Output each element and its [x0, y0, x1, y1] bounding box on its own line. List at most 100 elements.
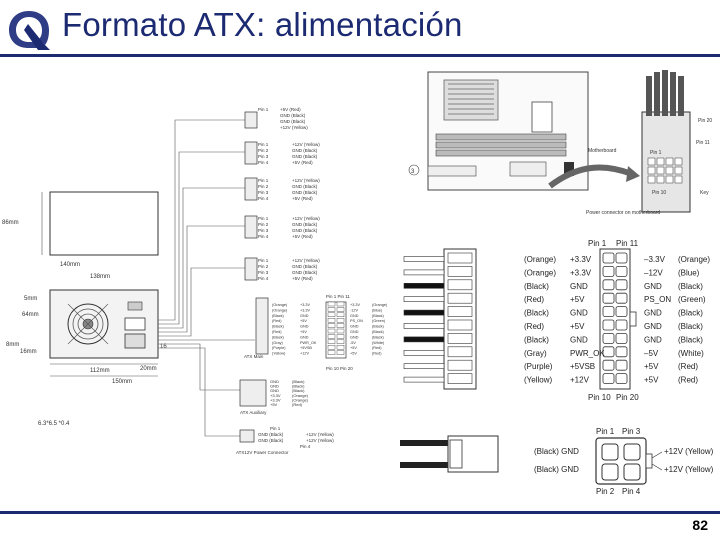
diagram-pin [327, 350, 336, 355]
photo-marker: 3 [411, 169, 415, 175]
atx12v-pinout: Pin 1 Pin 3 (Black) GND (Black) GND +12V… [400, 420, 720, 510]
svg-text:+5V (Red): +5V (Red) [292, 160, 313, 165]
svg-text:+12V (Yellow): +12V (Yellow) [280, 125, 308, 130]
left-wire-color: (Yellow) [524, 376, 552, 385]
p4-connector-face [595, 437, 663, 485]
aux-signal: GND [270, 384, 279, 389]
diagram-wire-color: (Red) [372, 346, 382, 350]
dim-label: 5mm [24, 296, 37, 302]
pin-cell [615, 265, 628, 277]
pin-cell [602, 292, 615, 304]
right-wire-color: (Black) [678, 335, 703, 344]
left-signal: +5VSB [570, 362, 595, 371]
dim-label: 16 [160, 344, 167, 350]
pin-cell [602, 359, 615, 371]
diagram-signal: -5V [350, 341, 356, 345]
peripheral-connector: Pin 1 Pin 2 Pin 3 Pin 4 +12V (Yellow) GN… [244, 257, 320, 281]
diagram-pin [327, 307, 336, 312]
right-wire-color: (Orange) [678, 255, 710, 264]
left-signal: +3.3V [570, 255, 592, 264]
right-signal: –3.3V [644, 255, 666, 264]
plug-cell [447, 373, 473, 384]
p4-right-label: +12V (Yellow) [664, 465, 714, 474]
diagram-pin [327, 317, 336, 323]
diagram-signal: GND [350, 330, 359, 334]
svg-text:Pin 11: Pin 11 [696, 140, 710, 146]
right-signal: GND [644, 335, 662, 344]
pin-cell [602, 319, 615, 331]
aux-signal: GND [270, 379, 279, 384]
plug-cell [447, 346, 473, 358]
svg-text:Power connector on motherboard: Power connector on motherboard [586, 210, 660, 216]
svg-text:Pin 3: Pin 3 [258, 228, 269, 233]
svg-text:Pin 1 Pin 11: Pin 1 Pin 11 [326, 294, 350, 299]
svg-text:Motherboard: Motherboard [588, 148, 617, 154]
svg-text:+5V (Red): +5V (Red) [292, 276, 313, 281]
pin-cell [602, 252, 615, 264]
aux-wire-color: (Red) [292, 402, 303, 407]
svg-text:GND (Black): GND (Black) [292, 184, 318, 189]
diagram-pin [336, 328, 345, 334]
right-wire-color: (Black) [678, 322, 703, 331]
diagram-wire-color: (Red) [272, 319, 282, 323]
page-title: Formato ATX: alimentación [62, 6, 463, 43]
footer-divider [0, 511, 720, 514]
left-signal: +12V [570, 376, 590, 385]
aux-wire-color: (Black) [292, 384, 305, 389]
svg-text:GND (Black): GND (Black) [292, 148, 318, 153]
wire-stub [403, 296, 445, 303]
left-signal: +3.3V [570, 268, 592, 277]
svg-text:ATX Auxiliary: ATX Auxiliary [240, 410, 267, 415]
diagram-signal: GND [350, 314, 359, 318]
left-signal: +5V [570, 295, 585, 304]
right-wire-color: (Green) [678, 295, 706, 304]
diagram-signal: +5V [350, 352, 357, 356]
peripheral-connector: Pin 1 Pin 2 Pin 3 Pin 4 +12V (Yellow) GN… [244, 177, 320, 201]
svg-text:+12V (Yellow): +12V (Yellow) [306, 432, 334, 437]
diagram-pin [327, 312, 336, 318]
p4-right-label: +12V (Yellow) [664, 447, 714, 456]
right-wire-color: (White) [678, 349, 704, 358]
svg-text:Pin 4: Pin 4 [258, 196, 269, 201]
dim-label: 20mm [140, 366, 157, 372]
svg-text:+5V (Red): +5V (Red) [292, 196, 313, 201]
svg-text:+5V (Red): +5V (Red) [280, 107, 301, 112]
right-signal: PS_ON [644, 295, 671, 304]
diagram-wire-color: (Orange) [272, 303, 288, 307]
pin-cell [615, 292, 628, 304]
plug-cell [447, 292, 473, 304]
svg-text:+12V (Yellow): +12V (Yellow) [306, 438, 334, 443]
diagram-pin [327, 339, 336, 344]
aux-wire-color: (Orange) [292, 393, 309, 398]
aux-wire-color: (Black) [292, 388, 305, 393]
left-signal: +5V [570, 322, 585, 331]
left-wire-color: (Orange) [524, 268, 556, 277]
svg-text:+12V (Yellow): +12V (Yellow) [292, 142, 320, 147]
dim-label: 64mm [22, 312, 39, 318]
svg-text:Key: Key [700, 190, 709, 196]
right-signal: +5V [644, 376, 659, 385]
wire-stub [403, 282, 445, 289]
wire-stub [403, 376, 445, 383]
pin-footer: Pin 20 [616, 393, 639, 402]
diagram-wire-color: (Red) [372, 352, 382, 356]
plug-cell [447, 319, 473, 331]
pin-label: Pin 2 [596, 487, 615, 496]
diagram-signal: GND [300, 335, 309, 339]
dim-label: 150mm [112, 379, 132, 385]
aux-wire-color: (Orange) [292, 397, 309, 402]
diagram-wire-color: (Orange) [272, 308, 288, 312]
peripheral-connector: Pin 1 Pin 2 Pin 3 Pin 4 +12V (Yellow) GN… [244, 141, 320, 165]
diagram-signal: -12V [350, 308, 358, 312]
diagram-signal: +12V [300, 352, 309, 356]
pin-header: Pin 1 [588, 239, 607, 248]
diagram-pin [327, 328, 336, 334]
plug-cell [447, 359, 473, 371]
floppy-connector: Pin 1 +5V (Red) GND (Black) GND (Black) … [244, 107, 308, 130]
diagram-wire-color: (Blue) [372, 308, 383, 312]
diagram-signal: GND [300, 325, 309, 329]
diagram-wire-color: (Black) [272, 314, 285, 318]
diagram-wire-color: (Gray) [272, 341, 283, 345]
svg-text:Pin 1: Pin 1 [258, 216, 269, 221]
svg-text:GND (Black): GND (Black) [258, 438, 284, 443]
